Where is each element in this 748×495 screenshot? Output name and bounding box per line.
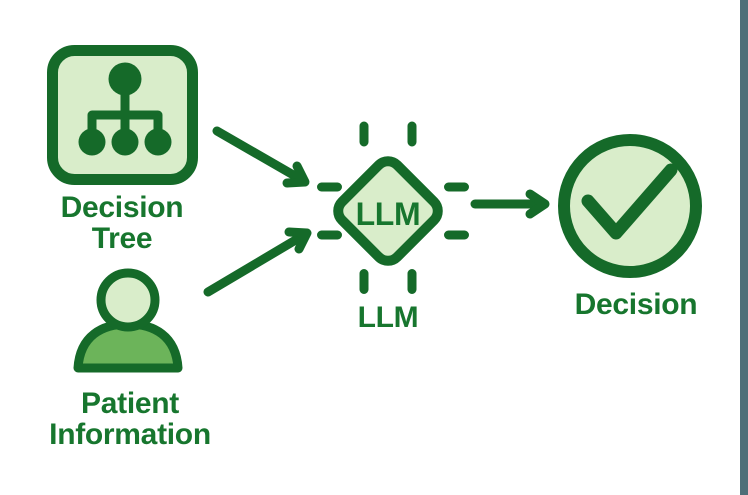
- patient-information-label-line1: Patient: [81, 387, 179, 420]
- decision-tree-label: Decision Tree: [32, 192, 212, 254]
- chip-pins: [317, 121, 469, 294]
- decision-tree-label-line2: Tree: [91, 222, 153, 255]
- arrow-patient-to-llm: [203, 227, 312, 297]
- llm-chip-text: LLM: [355, 196, 421, 232]
- patient-information-label-line2: Information: [49, 418, 211, 451]
- decision-tree-label-line1: Decision: [60, 191, 184, 224]
- decision-label: Decision: [574, 288, 698, 321]
- llm-label: LLM: [357, 301, 419, 334]
- checkmark-icon: [581, 163, 678, 240]
- person-icon: [73, 268, 183, 373]
- right-frame-bar: [740, 0, 748, 495]
- decision-tree-icon: [47, 45, 198, 185]
- patient-information-label: Patient Information: [20, 388, 240, 450]
- check-circle-icon: [558, 134, 702, 278]
- llm-chip-icon: [317, 121, 469, 294]
- arrow-tree-to-llm: [212, 126, 310, 188]
